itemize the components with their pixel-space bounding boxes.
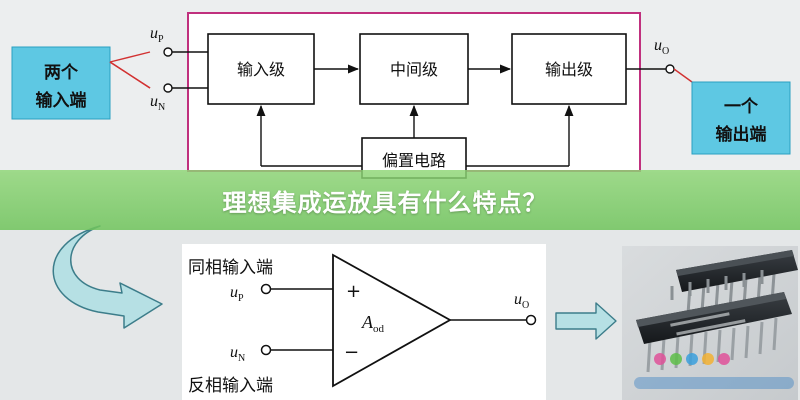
svg-text:−: − (344, 342, 359, 363)
title-banner: 理想集成运放具有什么特点？ (0, 170, 800, 230)
right-arrow-icon (555, 302, 617, 340)
input-p-terminal: uP (150, 25, 208, 57)
middle-stage-block: 中间级 (359, 33, 469, 105)
svg-text:uP: uP (150, 25, 164, 45)
top-block-diagram: 两个 输入端 uP uN 输入级 (0, 0, 800, 179)
two-inputs-label-box: 两个 输入端 (11, 46, 111, 120)
svg-text:输出级: 输出级 (545, 60, 593, 79)
two-inputs-label-line2: 输入端 (36, 90, 87, 111)
svg-text:输入级: 输入级 (237, 60, 285, 79)
output-stage-block: 输出级 (511, 33, 627, 105)
one-output-label-line2: 输出端 (716, 124, 767, 145)
inverting-input-label: 反相输入端 (188, 376, 273, 396)
svg-text:uO: uO (514, 291, 529, 311)
one-output-label-line1: 一个 (724, 96, 759, 117)
svg-text:uO: uO (654, 37, 669, 57)
input-n-terminal: uN (150, 83, 208, 113)
output-terminal: uO (626, 37, 693, 83)
watermark-logo (634, 353, 794, 389)
svg-text:中间级: 中间级 (390, 60, 438, 79)
op-amp-symbol-diagram: 同相输入端 反相输入端 uP uN + − Aod uO (182, 244, 546, 400)
one-output-label-box: 一个 输出端 (691, 81, 791, 155)
svg-text:+: + (346, 281, 361, 302)
input-stage-block: 输入级 (207, 33, 315, 105)
noninverting-input-label: 同相输入端 (188, 258, 273, 278)
curved-arrow-icon (52, 225, 163, 329)
svg-text:Aod: Aod (361, 312, 385, 335)
svg-text:偏置电路: 偏置电路 (382, 151, 446, 170)
svg-text:uN: uN (150, 93, 165, 113)
banner-title: 理想集成运放具有什么特点？ (222, 188, 548, 217)
svg-text:uN: uN (230, 344, 245, 364)
input-pointer-lines (109, 51, 151, 89)
svg-text:uP: uP (230, 284, 244, 304)
ic-chip-photo (622, 246, 798, 400)
two-inputs-label-line1: 两个 (44, 62, 79, 83)
